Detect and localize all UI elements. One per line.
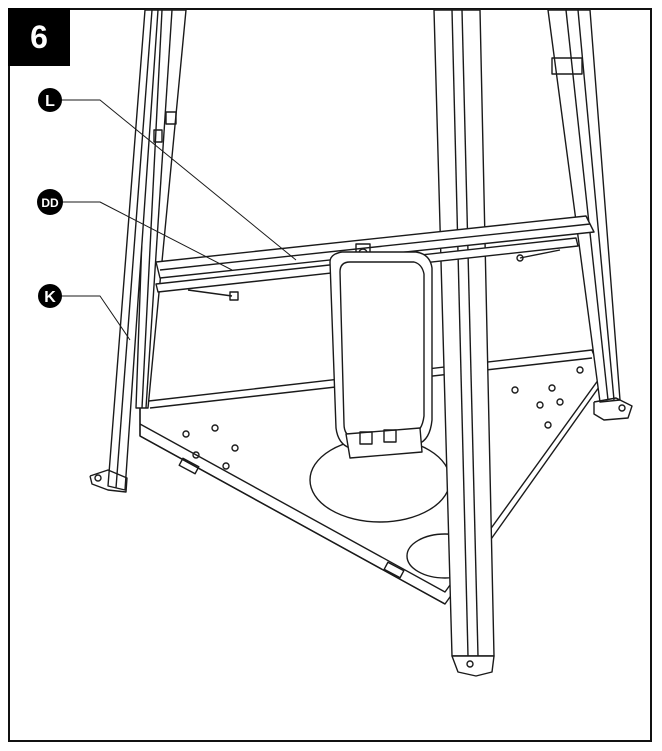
callout-K: K [38,284,62,308]
leg-rear-right [547,9,633,421]
callout-DD-label: DD [41,196,59,210]
callout-K-label: K [44,289,56,306]
callout-L-label: L [45,93,55,110]
leg-front-center [433,9,495,677]
callout-DD: DD [37,189,63,215]
bolts [187,249,561,301]
callout-L: L [38,88,62,112]
step-number: 6 [30,18,48,55]
leg-front-left [89,9,159,493]
diagram-frame [8,8,652,742]
step-number-badge: 6 [8,8,70,66]
handle [329,251,433,459]
leader-lines [56,99,297,341]
